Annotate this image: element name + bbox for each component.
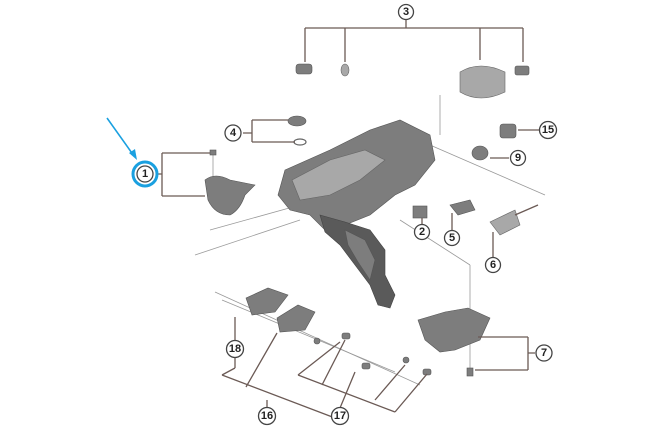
part-4-cap: [287, 115, 307, 146]
callout-15[interactable]: 15: [538, 120, 558, 140]
main-bracket-body: [277, 119, 436, 309]
part-1-lever-cover: [204, 149, 256, 216]
highlight-ring: [131, 160, 159, 188]
highlight-arrow: [106, 117, 159, 188]
callout-18[interactable]: 18: [225, 339, 245, 359]
callout-5[interactable]: 5: [443, 229, 461, 247]
callout-3[interactable]: 3: [397, 3, 415, 21]
part-2-5-6-small-parts: [412, 199, 539, 236]
callout-7[interactable]: 7: [535, 344, 553, 362]
callout-label: 15: [542, 124, 554, 136]
part-7-cover: [417, 307, 491, 377]
leader-lines: [157, 20, 539, 419]
callout-label: 4: [230, 127, 237, 139]
callout-label: 3: [403, 6, 409, 18]
callout-label: 6: [490, 259, 496, 271]
callout-label: 7: [541, 347, 547, 359]
callout-label: 9: [515, 152, 521, 164]
callout-4[interactable]: 4: [224, 124, 242, 142]
callout-16[interactable]: 16: [257, 406, 277, 426]
callout-6[interactable]: 6: [484, 256, 502, 274]
part-16-17-18-plates: [245, 287, 432, 376]
callout-label: 18: [229, 343, 241, 355]
callout-label: 16: [261, 410, 273, 422]
callout-label: 5: [449, 232, 455, 244]
callout-17[interactable]: 17: [330, 406, 350, 426]
callout-label: 1: [142, 168, 148, 180]
callout-label: 2: [419, 226, 425, 238]
callout-9[interactable]: 9: [509, 149, 527, 167]
part-15-9-plugs: [471, 123, 517, 161]
callout-label: 17: [334, 410, 346, 422]
part-3-hardware: [295, 63, 530, 99]
callout-1[interactable]: 1: [136, 165, 154, 183]
callout-2[interactable]: 2: [413, 223, 431, 241]
